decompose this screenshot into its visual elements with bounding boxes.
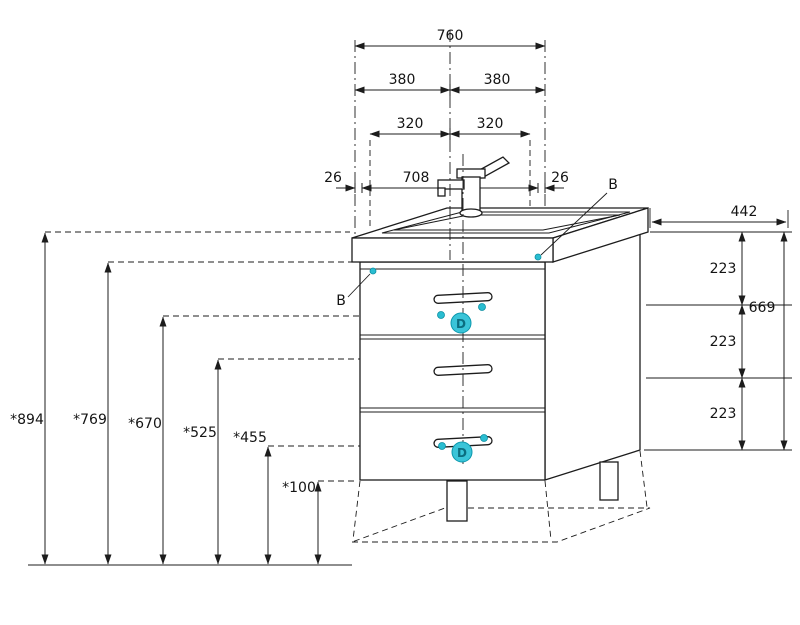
dim-height-overall: 669 xyxy=(749,300,776,316)
dim-inner-width: 708 xyxy=(403,170,430,186)
dim-half-right: 380 xyxy=(484,72,511,88)
top-dimension-lines: 760 380 380 320 320 26 708 26 xyxy=(324,28,569,238)
basin-bowl-outline xyxy=(381,211,631,234)
dim-height-670: *670 xyxy=(128,416,162,432)
cabinet-leg-front xyxy=(446,480,468,522)
callout-b-left-dot xyxy=(369,267,377,275)
cabinet-leg-right xyxy=(599,461,619,501)
callout-b-right-label: B xyxy=(608,177,618,193)
detail-marker-circle xyxy=(451,441,473,463)
faucet xyxy=(437,156,511,218)
cabinet-side-panel xyxy=(544,231,641,481)
dim-height-455: *455 xyxy=(233,430,267,446)
centerlines xyxy=(449,30,464,464)
callout-d-lower: D xyxy=(438,434,488,463)
callout-b-right: B xyxy=(534,177,618,261)
faucet-spout xyxy=(437,179,465,190)
faucet-body xyxy=(461,176,481,214)
basin-front-face xyxy=(351,237,554,263)
callout-d-upper: D xyxy=(437,303,486,334)
basin-bowl-inner-outline xyxy=(393,214,621,231)
detail-marker-circle xyxy=(450,312,472,334)
dim-half-left: 380 xyxy=(389,72,416,88)
mount-dot xyxy=(480,434,488,442)
floor-projection xyxy=(351,450,651,543)
callout-b-right-dot xyxy=(534,253,542,261)
mount-dot xyxy=(478,303,486,311)
callouts: B B D D xyxy=(336,177,618,463)
dim-section-3: 223 xyxy=(710,406,737,422)
vanity-cabinet xyxy=(359,231,641,522)
callout-d-lower-label: D xyxy=(457,446,467,460)
dim-hole-left: 320 xyxy=(397,116,424,132)
dim-edge-left: 26 xyxy=(324,170,342,186)
dim-depth: 442 xyxy=(731,204,758,220)
faucet-base xyxy=(459,208,483,218)
dim-height-769: *769 xyxy=(73,412,107,428)
dim-height-525: *525 xyxy=(183,425,217,441)
right-dimension-lines: 442 223 223 223 669 xyxy=(644,204,792,451)
drawer-dividers xyxy=(360,268,545,413)
dim-section-2: 223 xyxy=(710,334,737,350)
mount-dot xyxy=(438,442,446,450)
callout-d-upper-label: D xyxy=(456,317,466,331)
mount-dot xyxy=(437,311,445,319)
dim-hole-right: 320 xyxy=(477,116,504,132)
callout-b-left-label: B xyxy=(336,293,346,309)
dim-section-1: 223 xyxy=(710,261,737,277)
dim-height-894: *894 xyxy=(10,412,44,428)
faucet-spout-tip xyxy=(437,187,446,197)
callout-b-left: B xyxy=(336,267,377,309)
dim-height-100: *100 xyxy=(282,480,316,496)
dim-edge-right: 26 xyxy=(551,170,569,186)
washbasin xyxy=(351,207,649,263)
